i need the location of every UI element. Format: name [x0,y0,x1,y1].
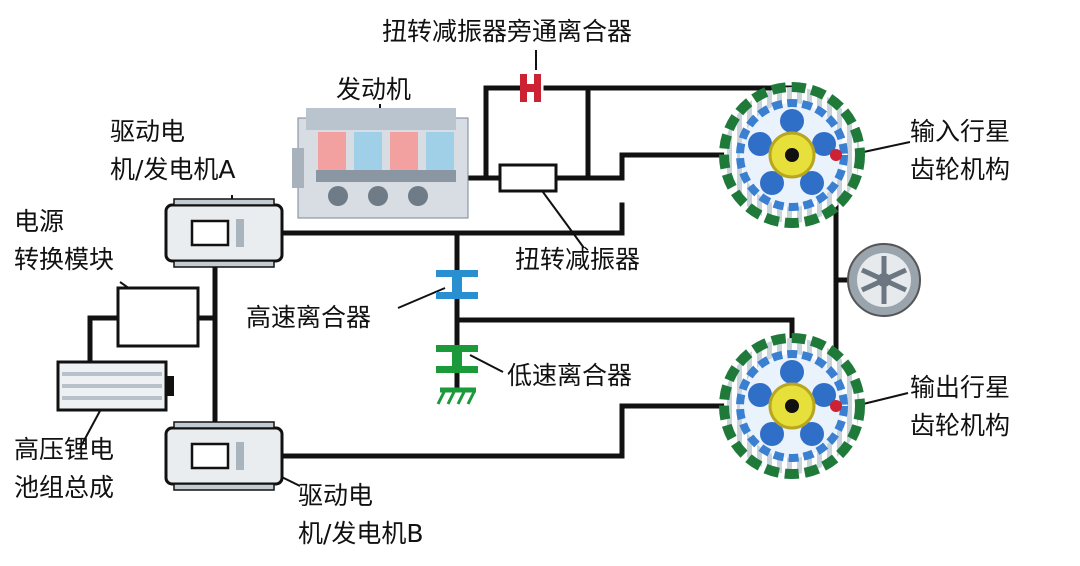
engine-cutaway-icon [292,108,469,219]
output-planetary-label-line2: 齿轮机构 [910,411,1010,440]
torsional-damper-icon [498,163,558,193]
power-module-label-line1: 电源 [14,207,64,236]
motor-a-label-line2: 机/发电机A [110,155,236,184]
output-planetary-label-line1: 输出行星 [910,373,1010,402]
engine-label: 发动机 [336,75,411,104]
bypass-clutch-label: 扭转减振器旁通离合器 [382,17,632,46]
torsional-damper-label: 扭转减振器 [515,245,640,274]
high-speed-clutch-icon [436,270,478,299]
power-converter-module-icon [116,286,200,348]
battery-label-line2: 池组总成 [14,473,114,502]
motor-b-label-line1: 驱动电 [298,481,373,510]
motor-b-icon [164,421,284,491]
high-speed-clutch-label: 高速离合器 [246,303,371,332]
power-module-label-line2: 转换模块 [14,245,114,274]
input-planetary-label-line1: 输入行星 [910,117,1010,146]
wheel-icon [847,243,921,317]
motor-b-label-line2: 机/发电机B [298,519,424,548]
output-planetary-gear-icon [719,333,865,479]
motor-a-label-line1: 驱动电 [110,117,185,146]
motor-a-icon [164,198,284,268]
bypass-clutch-icon [520,74,541,102]
input-planetary-label-line2: 齿轮机构 [910,155,1010,184]
labels: 扭转减振器旁通离合器 发动机 驱动电 机/发电机A 输入行星 齿轮机构 电源 转… [14,17,1010,548]
input-planetary-gear-icon [719,82,865,228]
low-speed-clutch-label: 低速离合器 [507,361,632,390]
low-speed-clutch-icon [436,345,478,405]
battery-icon [56,360,174,412]
battery-label-line1: 高压锂电 [14,435,114,464]
